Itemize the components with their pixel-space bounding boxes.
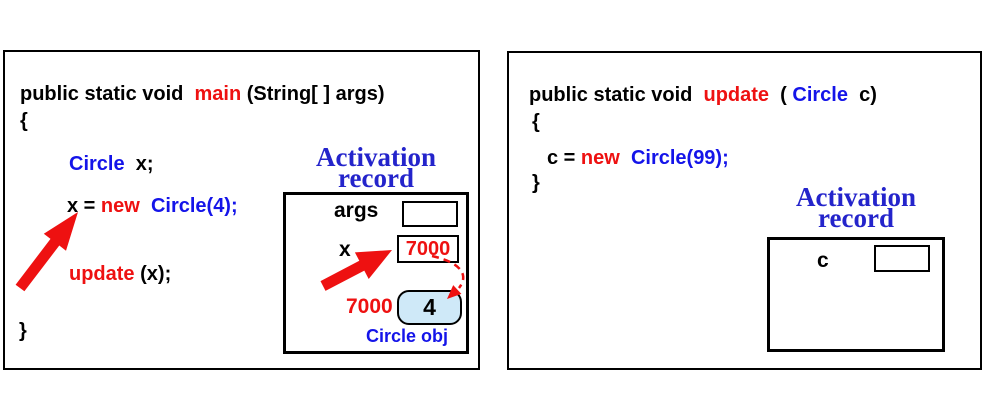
args-value-slot (402, 201, 458, 227)
activation-record-title-line2: record (818, 203, 894, 233)
x-value-text: 7000 (405, 237, 451, 260)
args-variable-label: args (334, 199, 379, 222)
code-token-new: new (100, 195, 140, 217)
code-token: c = (547, 147, 581, 169)
code-token-circle-param: Circle (792, 84, 848, 106)
code-token: (x); (134, 263, 172, 285)
code-token: public static void (20, 83, 195, 105)
activation-record-title-line1: Activation (796, 182, 916, 212)
c-variable-label: c (817, 249, 829, 272)
main-method-panel: public static void main (String[ ] args)… (3, 50, 480, 370)
code-token: public static void (529, 84, 704, 106)
activation-record-title-main: Activation record (283, 142, 469, 193)
code-open-brace-update: { (532, 111, 540, 133)
code-open-brace-main: { (20, 110, 28, 132)
x-variable-label: x (339, 238, 351, 261)
code-token-new: new (580, 147, 620, 169)
code-line-update-call: update (x); (69, 263, 171, 286)
circle-object-box: 4 (397, 290, 462, 325)
code-close-brace-main: } (19, 320, 27, 342)
circle-object-value: 4 (423, 294, 436, 320)
code-token: ( (769, 84, 793, 106)
activation-record-title-line2: record (338, 163, 414, 193)
code-token: x; (124, 153, 154, 175)
code-token-circle-type: Circle (69, 153, 125, 175)
activation-record-box-update: c (767, 237, 945, 352)
code-token-circle-ctor: Circle(4); (139, 195, 238, 217)
activation-record-box-main: args x 7000 7000 4 Circle obj (283, 192, 469, 354)
activation-record-title-line1: Activation (316, 142, 436, 172)
activation-record-title-update: Activation record (767, 182, 945, 233)
code-line-main-signature: public static void main (String[ ] args) (20, 83, 385, 106)
heap-address-label: 7000 (346, 295, 393, 318)
code-token-update: update (703, 84, 770, 106)
code-line-c-assignment: c = new Circle(99); (547, 147, 729, 170)
code-token-main: main (194, 83, 242, 105)
c-value-slot (874, 245, 930, 272)
code-token-circle-ctor: Circle(99); (619, 147, 729, 169)
circle-object-caption: Circle obj (366, 326, 449, 346)
code-line-update-signature: public static void update ( Circle c) (529, 84, 877, 107)
update-method-panel: public static void update ( Circle c) { … (507, 51, 982, 370)
x-value-slot: 7000 (397, 235, 459, 263)
code-close-brace-update: } (532, 172, 540, 194)
code-token-update: update (69, 263, 135, 285)
code-line-x-assignment: x = new Circle(4); (67, 195, 238, 218)
code-token: x = (67, 195, 101, 217)
code-token: (String[ ] args) (241, 83, 385, 105)
code-line-circle-declaration: Circle x; (69, 153, 154, 176)
code-token: c) (847, 84, 877, 106)
